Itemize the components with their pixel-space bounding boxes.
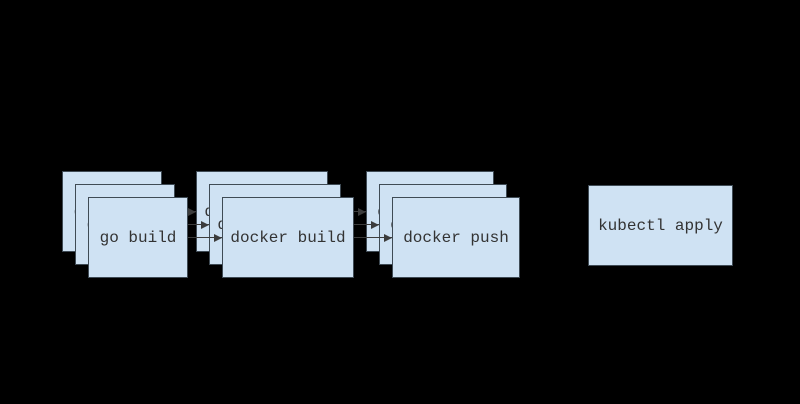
pipeline-box-label: go build: [99, 228, 177, 247]
flow-arrow-docker-build-to-docker-push-copy-3: [354, 233, 392, 242]
pipeline-box-docker-push-copy-3: docker push: [392, 197, 520, 278]
arrowhead-icon: [358, 207, 366, 216]
arrowhead-icon: [188, 207, 196, 216]
pipeline-box-label: kubectl apply: [598, 216, 723, 235]
pipeline-box-kubectl-apply-copy-1: kubectl apply: [588, 185, 733, 266]
pipeline-box-go-build-copy-3: go build: [88, 197, 188, 278]
arrowhead-icon: [384, 233, 392, 242]
pipeline-box-docker-build-copy-3: docker build: [222, 197, 354, 278]
flow-arrow-go-build-to-docker-build-copy-2: [175, 220, 209, 229]
arrowhead-icon: [371, 220, 379, 229]
pipeline-box-label: docker push: [403, 228, 509, 247]
flow-arrow-go-build-to-docker-build-copy-3: [188, 233, 222, 242]
arrowhead-icon: [214, 233, 222, 242]
pipeline-box-label: docker build: [230, 228, 346, 247]
arrowhead-icon: [201, 220, 209, 229]
flow-arrow-docker-build-to-docker-push-copy-2: [341, 220, 379, 229]
